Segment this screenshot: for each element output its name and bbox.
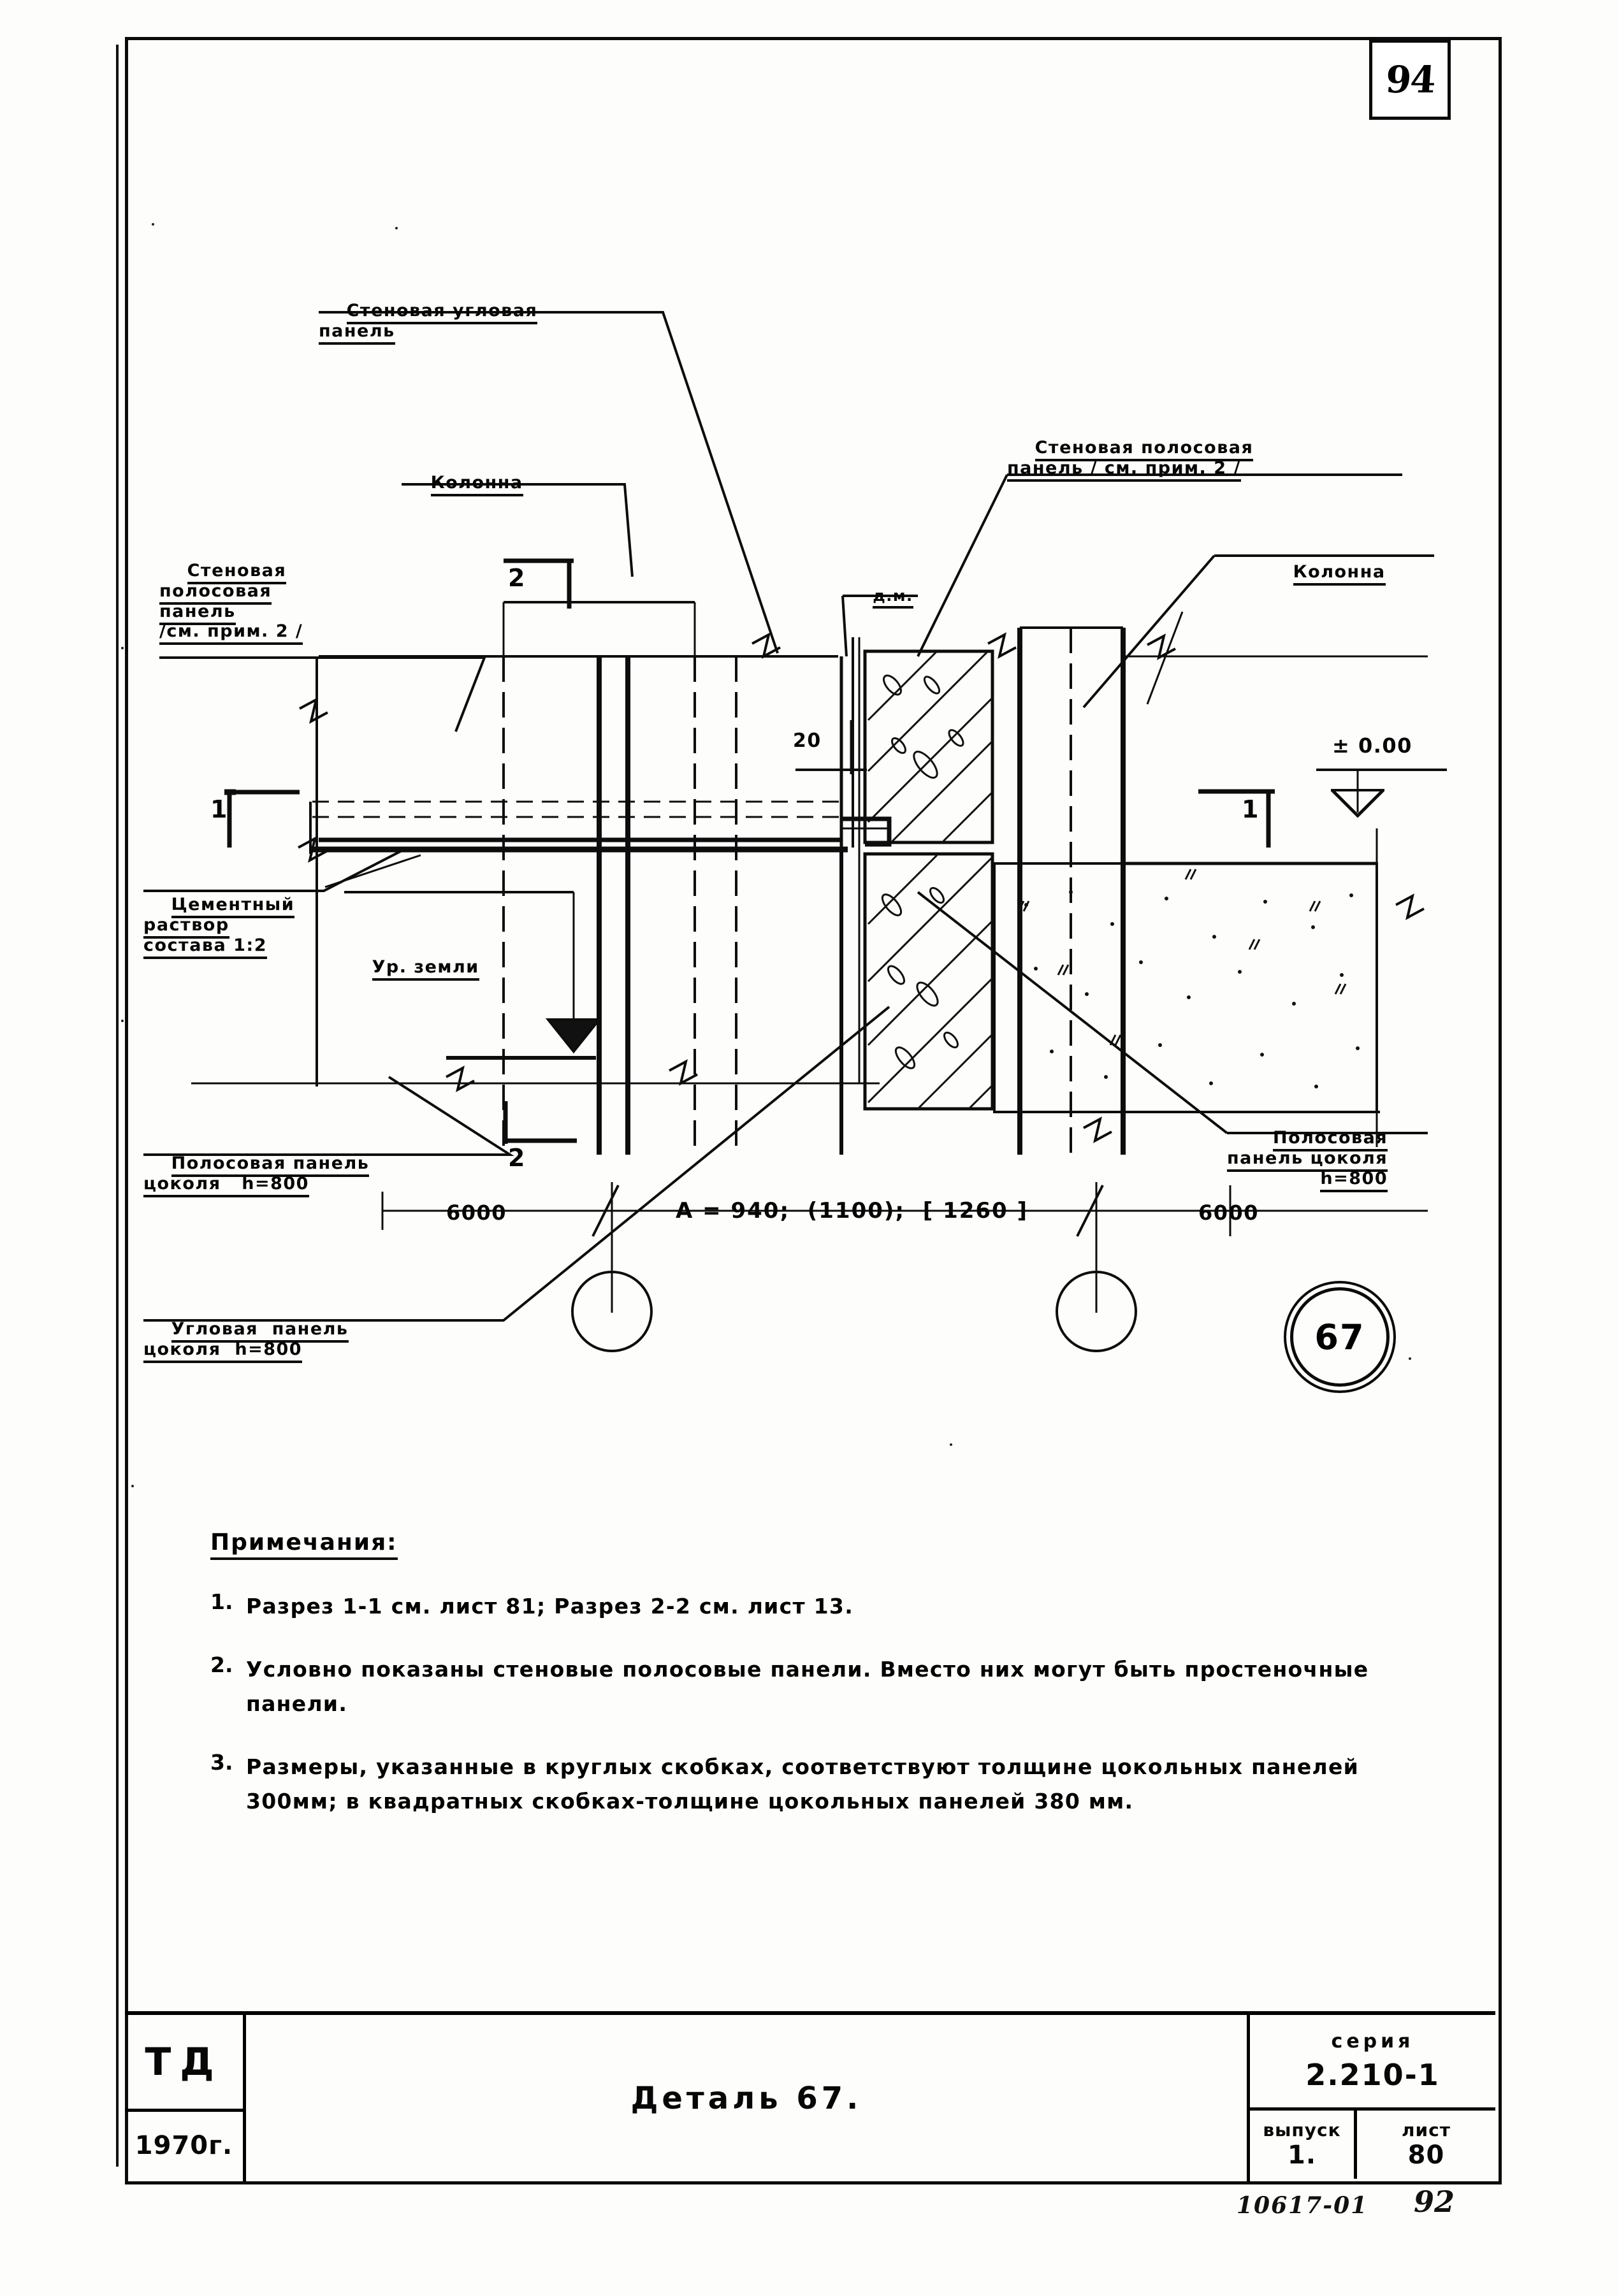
notes-block: Примечания: 1. Разрез 1-1 см. лист 81; Р… xyxy=(210,1529,1421,1818)
series-cell: серия 2.210-1 xyxy=(1250,2015,1495,2111)
series-value: 2.210-1 xyxy=(1305,2058,1440,2092)
note-item: 1. Разрез 1-1 см. лист 81; Разрез 2-2 см… xyxy=(210,1589,1421,1623)
section-mark-1-right: 1 xyxy=(1242,795,1260,823)
detail-bubble-inner-circle xyxy=(1290,1287,1390,1387)
org-code: ТД xyxy=(145,2039,223,2084)
note-item: 2. Условно показаны стеновые полосовые п… xyxy=(210,1652,1421,1721)
title-block-year-cell: 1970г. xyxy=(125,2112,243,2179)
year-value: 1970г. xyxy=(134,2130,233,2160)
callout-strip-plinth-panel-right: Полосовая панель цоколя h=800 xyxy=(1227,1108,1388,1209)
callout-corner-plinth-panel-text: Угловая панель цоколя h=800 xyxy=(143,1318,349,1363)
callout-ground-level-text: Ур. земли xyxy=(372,957,479,981)
callout-column-top-text: Колонна xyxy=(430,472,523,496)
title-block-series-cell: серия 2.210-1 выпуск 1. лист 80 xyxy=(1250,2015,1495,2182)
note-number: 2. xyxy=(210,1652,233,1678)
page-number-value: 94 xyxy=(1384,58,1436,101)
detail-name: Деталь 67. xyxy=(630,2081,862,2116)
detail-bubble: 67 xyxy=(1284,1281,1396,1393)
title-block-detail-cell: Деталь 67. xyxy=(246,2015,1250,2182)
scan-artifact-dot xyxy=(121,1020,124,1022)
dimension-left-span: 6000 xyxy=(446,1201,507,1225)
section-mark-1-left: 1 xyxy=(210,795,228,823)
series-label: серия xyxy=(1331,2030,1414,2053)
scan-artifact-dot xyxy=(1409,1357,1411,1360)
callout-cement-mortar: Цементный раствор состава 1:2 xyxy=(143,874,295,976)
issue-cell: выпуск 1. xyxy=(1250,2111,1357,2179)
sheet-frame xyxy=(125,37,1502,2184)
sheet-binding-edge xyxy=(116,45,119,2167)
dimension-right-span: 6000 xyxy=(1198,1201,1260,1225)
callout-wall-strip-panel-left-text: Стеновая полосовая панель /см. прим. 2 / xyxy=(159,560,303,646)
detail-bubble-number: 67 xyxy=(1314,1317,1365,1357)
scan-artifact-dot xyxy=(121,647,124,649)
callout-cement-mortar-text: Цементный раствор состава 1:2 xyxy=(143,894,295,959)
scan-artifact-dot xyxy=(950,1443,952,1446)
section-mark-2-top: 2 xyxy=(508,564,526,592)
callout-wall-strip-panel-left: Стеновая полосовая панель /см. прим. 2 / xyxy=(159,540,303,662)
scan-artifact-dot xyxy=(395,227,398,229)
callout-column-right-text: Колонна xyxy=(1293,561,1386,586)
sheet-value: 80 xyxy=(1407,2141,1445,2170)
callout-strip-plinth-panel-left-text: Полосовая панель цоколя h=800 xyxy=(143,1153,370,1197)
callout-wall-corner-panel-text: Стеновая угловая панель xyxy=(319,300,538,345)
callout-ground-level: Ур. земли xyxy=(344,937,479,998)
callout-corner-plinth-panel: Угловая панель цоколя h=800 xyxy=(143,1299,349,1380)
dimension-joint-width: 20 xyxy=(793,730,822,752)
scan-artifact-dot xyxy=(152,223,154,226)
note-item: 3. Размеры, указанные в круглых скобках,… xyxy=(210,1750,1421,1818)
callout-strip-plinth-panel-left: Полосовая панель цоколя h=800 xyxy=(143,1133,370,1214)
callout-wall-corner-panel: Стеновая угловая панель xyxy=(319,280,538,361)
elevation-mark: ± 0.00 xyxy=(1332,733,1412,758)
note-number: 3. xyxy=(210,1750,233,1775)
section-mark-2-bottom: 2 xyxy=(508,1144,526,1172)
note-number: 1. xyxy=(210,1589,233,1614)
title-block-org-cell: ТД 1970г. xyxy=(125,2015,246,2182)
callout-expansion-joint: д.м. xyxy=(848,569,913,623)
callout-column-right: Колонна xyxy=(1265,542,1386,603)
callout-wall-strip-panel-right: Стеновая полосовая панель / см. прим. 2 … xyxy=(1007,417,1254,498)
title-block-org-top: ТД xyxy=(125,2015,243,2112)
archive-stamp-page: 92 xyxy=(1414,2184,1455,2219)
note-text: Разрез 1-1 см. лист 81; Разрез 2-2 см. л… xyxy=(246,1594,854,1619)
dimension-axis-formula: A = 940; (1100); [ 1260 ] xyxy=(676,1198,1029,1224)
note-text: Условно показаны стеновые полосовые пане… xyxy=(246,1657,1369,1716)
sheet-label: лист xyxy=(1402,2119,1451,2141)
callout-expansion-joint-text: д.м. xyxy=(873,587,913,609)
note-text: Размеры, указанные в круглых скобках, со… xyxy=(246,1754,1360,1814)
detail-bubble-outer-circle xyxy=(1284,1281,1396,1393)
sheet-cell: лист 80 xyxy=(1357,2111,1495,2179)
title-block: ТД 1970г. Деталь 67. серия 2.210-1 выпус… xyxy=(125,2011,1495,2182)
notes-title: Примечания: xyxy=(210,1529,398,1560)
callout-column-top: Колонна xyxy=(403,452,523,514)
callout-wall-strip-panel-right-text: Стеновая полосовая панель / см. прим. 2 … xyxy=(1007,437,1254,482)
callout-strip-plinth-panel-right-text: Полосовая панель цоколя h=800 xyxy=(1227,1127,1388,1192)
issue-sheet-row: выпуск 1. лист 80 xyxy=(1250,2111,1495,2179)
page-number-box: 94 xyxy=(1369,40,1451,120)
issue-label: выпуск xyxy=(1263,2119,1341,2141)
archive-stamp-code: 10617-01 xyxy=(1237,2192,1369,2219)
scan-artifact-dot xyxy=(131,1485,134,1487)
issue-value: 1. xyxy=(1287,2141,1317,2170)
